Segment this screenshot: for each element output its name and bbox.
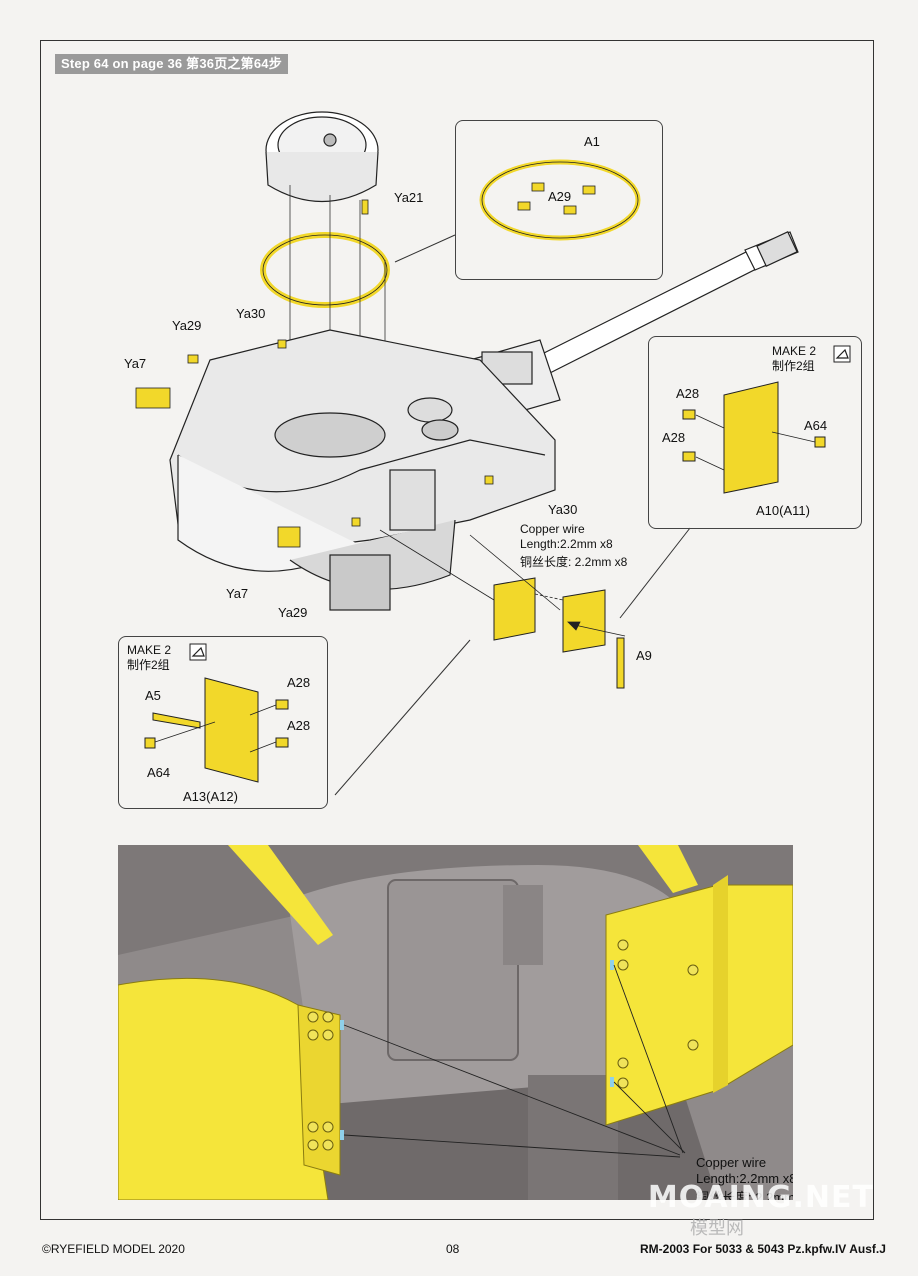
right-label-a64: A64: [804, 418, 828, 433]
footer-copyright: ©RYEFIELD MODEL 2020: [42, 1242, 185, 1256]
label-a29: A29: [548, 189, 572, 204]
label-ya30-right: Ya30: [548, 502, 578, 517]
label-ya7-left: Ya7: [124, 356, 147, 371]
left-label-a28-1: A28: [287, 675, 311, 690]
label-ya29-bottom: Ya29: [278, 605, 308, 620]
left-make-2: MAKE 2 制作2组: [127, 643, 171, 673]
callout-ring: [455, 120, 663, 280]
right-label-a10: A10(A11): [756, 503, 810, 518]
right-label-a28-1: A28: [676, 386, 700, 401]
label-ya29-top: Ya29: [172, 318, 202, 333]
left-label-a28-2: A28: [287, 718, 311, 733]
callout-left: [118, 636, 328, 809]
label-ya30-top: Ya30: [236, 306, 266, 321]
copper-wire-l1: Copper wire: [520, 522, 585, 536]
left-make-2-en: MAKE 2: [127, 643, 172, 657]
left-label-a13: A13(A12): [183, 789, 238, 804]
label-a9: A9: [636, 648, 652, 663]
watermark: MOAING.NET: [647, 1180, 874, 1215]
footer-page-number: 08: [446, 1242, 460, 1256]
left-label-a64: A64: [147, 765, 171, 780]
right-make-2: MAKE 2 制作2组: [772, 344, 816, 374]
copper-wire-l2: Length:2.2mm x8: [520, 537, 613, 551]
right-make-2-cn: 制作2组: [772, 359, 815, 373]
render-photo: Copper wire Length:2.2mm x8 铜丝长度: 2.2mm …: [118, 845, 793, 1200]
watermark-sub: 模型网: [690, 1218, 744, 1238]
left-label-a5: A5: [145, 688, 161, 703]
label-ya7-bottom: Ya7: [226, 586, 249, 601]
right-make-2-en: MAKE 2: [772, 344, 817, 358]
copper-wire-l3: 铜丝长度: 2.2mm x8: [520, 555, 628, 569]
photo-copper-l2: Length:2.2mm x8: [696, 1171, 793, 1186]
left-make-2-cn: 制作2组: [127, 658, 170, 672]
footer-product: RM-2003 For 5033 & 5043 Pz.kpfw.IV Ausf.…: [640, 1242, 886, 1256]
label-a1: A1: [584, 134, 600, 149]
render-illustration: [118, 845, 793, 1200]
page-frame: [40, 40, 874, 1220]
callout-right: [648, 336, 862, 529]
photo-copper-l1: Copper wire: [696, 1155, 767, 1170]
label-ya21: Ya21: [394, 190, 424, 205]
step-tag: Step 64 on page 36 第36页之第64步: [55, 54, 288, 74]
right-label-a28-2: A28: [662, 430, 686, 445]
photo-copper-l3: 铜丝长度: 2.2mm x8: [696, 1190, 793, 1200]
